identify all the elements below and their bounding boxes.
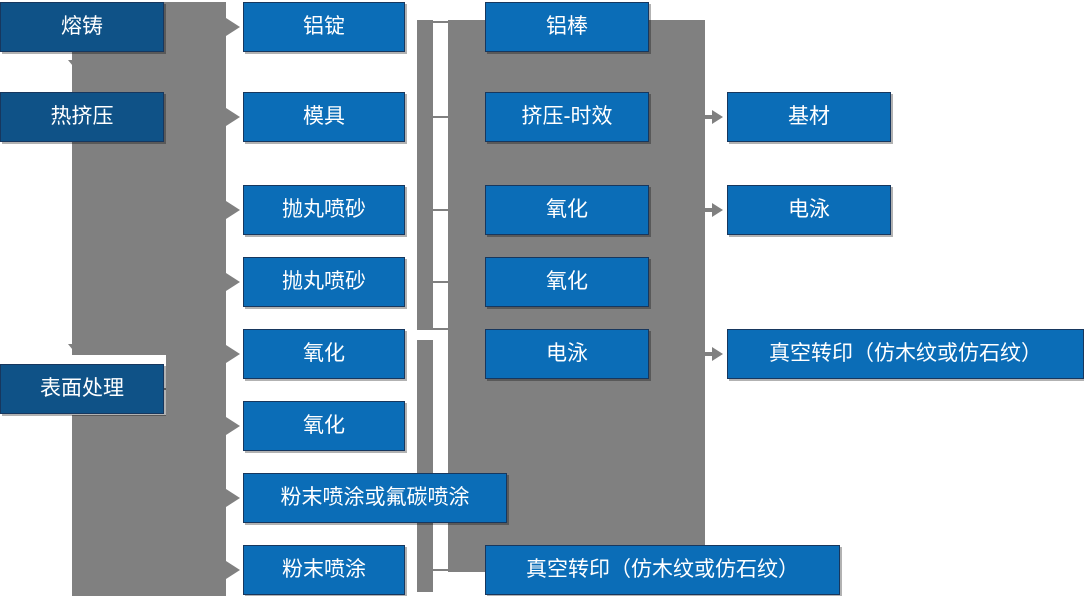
left-bundle-down-arrow-1	[68, 60, 86, 71]
process-box-aluminum-ingot[interactable]: 铝锭	[243, 2, 405, 52]
surface-treatment-connector-line	[164, 388, 200, 390]
output-box-label: 基材	[788, 105, 830, 129]
process-box-shot-blasting-1[interactable]: 抛丸喷砂	[243, 185, 405, 235]
mid-spine-lower	[417, 340, 433, 592]
left-bundle-down-arrow-2	[68, 344, 86, 355]
left-bundle-arrow-row-7	[226, 489, 240, 507]
process-box-mold[interactable]: 模具	[243, 92, 405, 142]
process-box-label: 模具	[303, 105, 345, 129]
left-bundle-arrow-row-4	[226, 273, 240, 291]
mid-tick-row-4	[433, 281, 451, 283]
stage-box-hot-extrusion[interactable]: 热挤压	[0, 92, 164, 142]
treatment-box-label: 挤压-时效	[521, 105, 613, 129]
process-box-shot-blasting-2[interactable]: 抛丸喷砂	[243, 257, 405, 307]
mid-spine-upper	[417, 20, 433, 330]
treatment-box-oxidation-1[interactable]: 氧化	[485, 185, 649, 235]
output-arrow-head-1	[712, 110, 723, 124]
treatment-box-electrophoresis[interactable]: 电泳	[485, 329, 649, 379]
mid-tick-row-1	[433, 21, 451, 23]
process-box-label: 抛丸喷砂	[282, 198, 366, 222]
left-bundle-arrow-row-8	[226, 561, 240, 579]
output-box-label: 真空转印（仿木纹或仿石纹）	[769, 342, 1042, 366]
treatment-box-label: 铝棒	[546, 15, 588, 39]
treatment-box-vacuum-transfer-printing[interactable]: 真空转印（仿木纹或仿石纹）	[485, 545, 840, 595]
output-arrow-head-3	[712, 347, 723, 361]
left-bundle-arrow-row-3	[226, 201, 240, 219]
output-arrow-shaft-3	[705, 352, 717, 356]
process-box-oxidation-1[interactable]: 氧化	[243, 329, 405, 379]
process-box-label: 抛丸喷砂	[282, 270, 366, 294]
process-box-label: 粉末喷涂或氟碳喷涂	[280, 486, 470, 510]
left-bundle-arrow-row-2	[226, 108, 240, 126]
process-box-label: 氧化	[303, 414, 345, 438]
output-box-vacuum-transfer-printing[interactable]: 真空转印（仿木纹或仿石纹）	[727, 329, 1084, 379]
mid-tick-row-6	[433, 569, 451, 571]
treatment-box-extrusion-aging[interactable]: 挤压-时效	[485, 92, 649, 142]
treatment-box-oxidation-2[interactable]: 氧化	[485, 257, 649, 307]
output-box-electrophoresis[interactable]: 电泳	[727, 185, 891, 235]
stage-box-label: 表面处理	[40, 377, 124, 401]
stage-box-label: 熔铸	[61, 15, 103, 39]
output-box-label: 电泳	[788, 198, 830, 222]
mid-tick-row-5	[433, 328, 451, 330]
process-box-label: 铝锭	[303, 15, 345, 39]
treatment-box-aluminum-bar[interactable]: 铝棒	[485, 2, 649, 52]
mid-tick-row-3	[433, 209, 451, 211]
treatment-box-label: 氧化	[546, 270, 588, 294]
process-box-powder-coating[interactable]: 粉末喷涂	[243, 545, 405, 595]
left-bundle-arrow-row-1	[226, 18, 240, 36]
left-bundle-gray-upper-stub	[164, 2, 226, 24]
output-arrow-shaft-1	[705, 115, 717, 119]
stage-box-melt-casting[interactable]: 熔铸	[0, 2, 164, 52]
left-bundle-arrow-row-5	[226, 345, 240, 363]
stage-box-label: 热挤压	[50, 105, 114, 129]
process-box-powder-or-fluorocarbon-coating[interactable]: 粉末喷涂或氟碳喷涂	[243, 473, 507, 523]
treatment-box-label: 氧化	[546, 198, 588, 222]
treatment-box-label: 真空转印（仿木纹或仿石纹）	[526, 558, 799, 582]
process-box-label: 粉末喷涂	[282, 558, 366, 582]
output-box-base-material[interactable]: 基材	[727, 92, 891, 142]
left-bundle-arrow-row-6	[226, 417, 240, 435]
output-arrow-shaft-2	[705, 208, 717, 212]
stage-box-surface-treatment[interactable]: 表面处理	[0, 364, 164, 414]
output-arrow-head-2	[712, 203, 723, 217]
mid-tick-row-2	[433, 116, 451, 118]
process-box-label: 氧化	[303, 342, 345, 366]
process-box-oxidation-2[interactable]: 氧化	[243, 401, 405, 451]
left-bundle-notch-top	[0, 52, 72, 92]
treatment-box-label: 电泳	[546, 342, 588, 366]
